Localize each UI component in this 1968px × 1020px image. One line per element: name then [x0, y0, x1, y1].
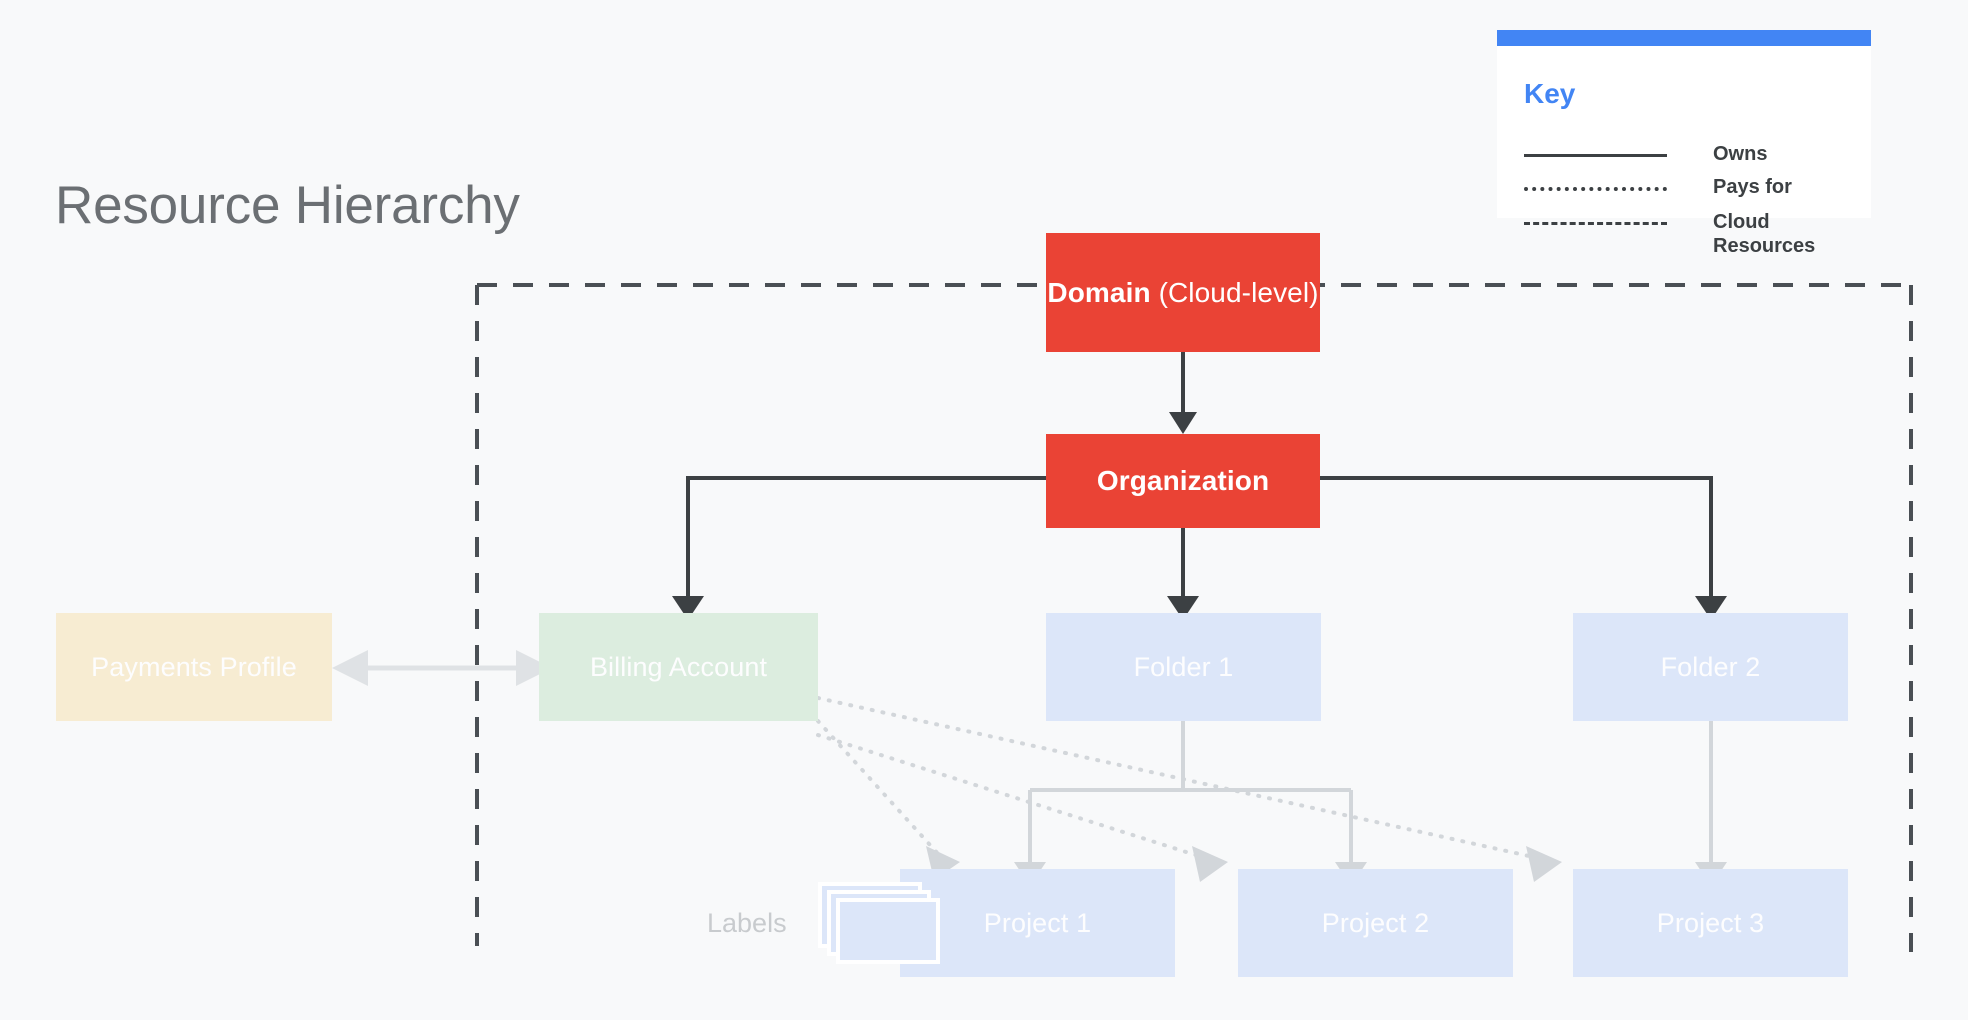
key-row-cloud-resources: Cloud Resources	[1524, 210, 1815, 259]
node-domain-label: Domain (Cloud-level)	[1047, 276, 1318, 310]
key-panel: Key Owns Pays for Cloud Resources	[1497, 30, 1871, 257]
node-project-1-label: Project 1	[983, 907, 1092, 938]
node-payments-profile-label: Payments Profile	[91, 651, 297, 682]
key-label-cloud-resources: Cloud Resources	[1713, 211, 1816, 258]
node-folder-2-label: Folder 2	[1660, 651, 1761, 682]
page-title: Resource Hierarchy	[55, 176, 520, 235]
key-title: Key	[1524, 78, 1576, 109]
connector-billing-account-project-3	[816, 696, 1562, 882]
connector-organization-billing-account	[672, 476, 1046, 620]
key-line-dashed-icon	[1524, 222, 1667, 227]
node-billing-account[interactable]: Billing Account	[539, 613, 818, 721]
node-organization[interactable]: Organization	[1046, 434, 1320, 528]
node-project-1[interactable]: Project 1	[900, 869, 1175, 977]
connector-billing-account-project-2	[816, 733, 1228, 882]
node-project-2[interactable]: Project 2	[1238, 869, 1513, 977]
node-domain[interactable]: Domain (Cloud-level)	[1046, 233, 1320, 352]
key-row-owns: Owns	[1524, 142, 1767, 166]
node-domain-label-light: (Cloud-level)	[1150, 276, 1319, 308]
labels-caption: Labels	[707, 908, 787, 938]
key-row-pays-for: Pays for	[1524, 175, 1792, 199]
key-line-solid-icon	[1524, 154, 1667, 159]
node-billing-account-label: Billing Account	[589, 651, 768, 682]
node-project-2-label: Project 2	[1321, 907, 1430, 938]
node-project-3-label: Project 3	[1656, 907, 1765, 938]
key-line-dotted-icon	[1524, 187, 1667, 193]
connector-folder-2-project-3	[1695, 721, 1727, 886]
connector-organization-folder-2	[1320, 476, 1727, 620]
node-domain-label-bold: Domain	[1047, 276, 1151, 308]
node-project-3[interactable]: Project 3	[1573, 869, 1848, 977]
key-accent-bar	[1497, 30, 1871, 46]
node-folder-1[interactable]: Folder 1	[1046, 613, 1321, 721]
node-folder-2[interactable]: Folder 2	[1573, 613, 1848, 721]
connector-billing-account-project-1	[816, 719, 960, 880]
node-folder-1-label: Folder 1	[1133, 651, 1234, 682]
connector-folder-1-projects	[1014, 721, 1367, 886]
node-organization-label: Organization	[1096, 465, 1270, 497]
connector-payments-profile-billing-account	[332, 650, 552, 686]
connector-organization-folder-1	[1167, 528, 1199, 620]
node-payments-profile[interactable]: Payments Profile	[56, 613, 332, 721]
labels-card-front	[836, 898, 940, 964]
labels-stack-icon	[818, 882, 940, 964]
key-label-owns: Owns	[1713, 143, 1768, 165]
key-label-pays-for: Pays for	[1713, 176, 1792, 198]
